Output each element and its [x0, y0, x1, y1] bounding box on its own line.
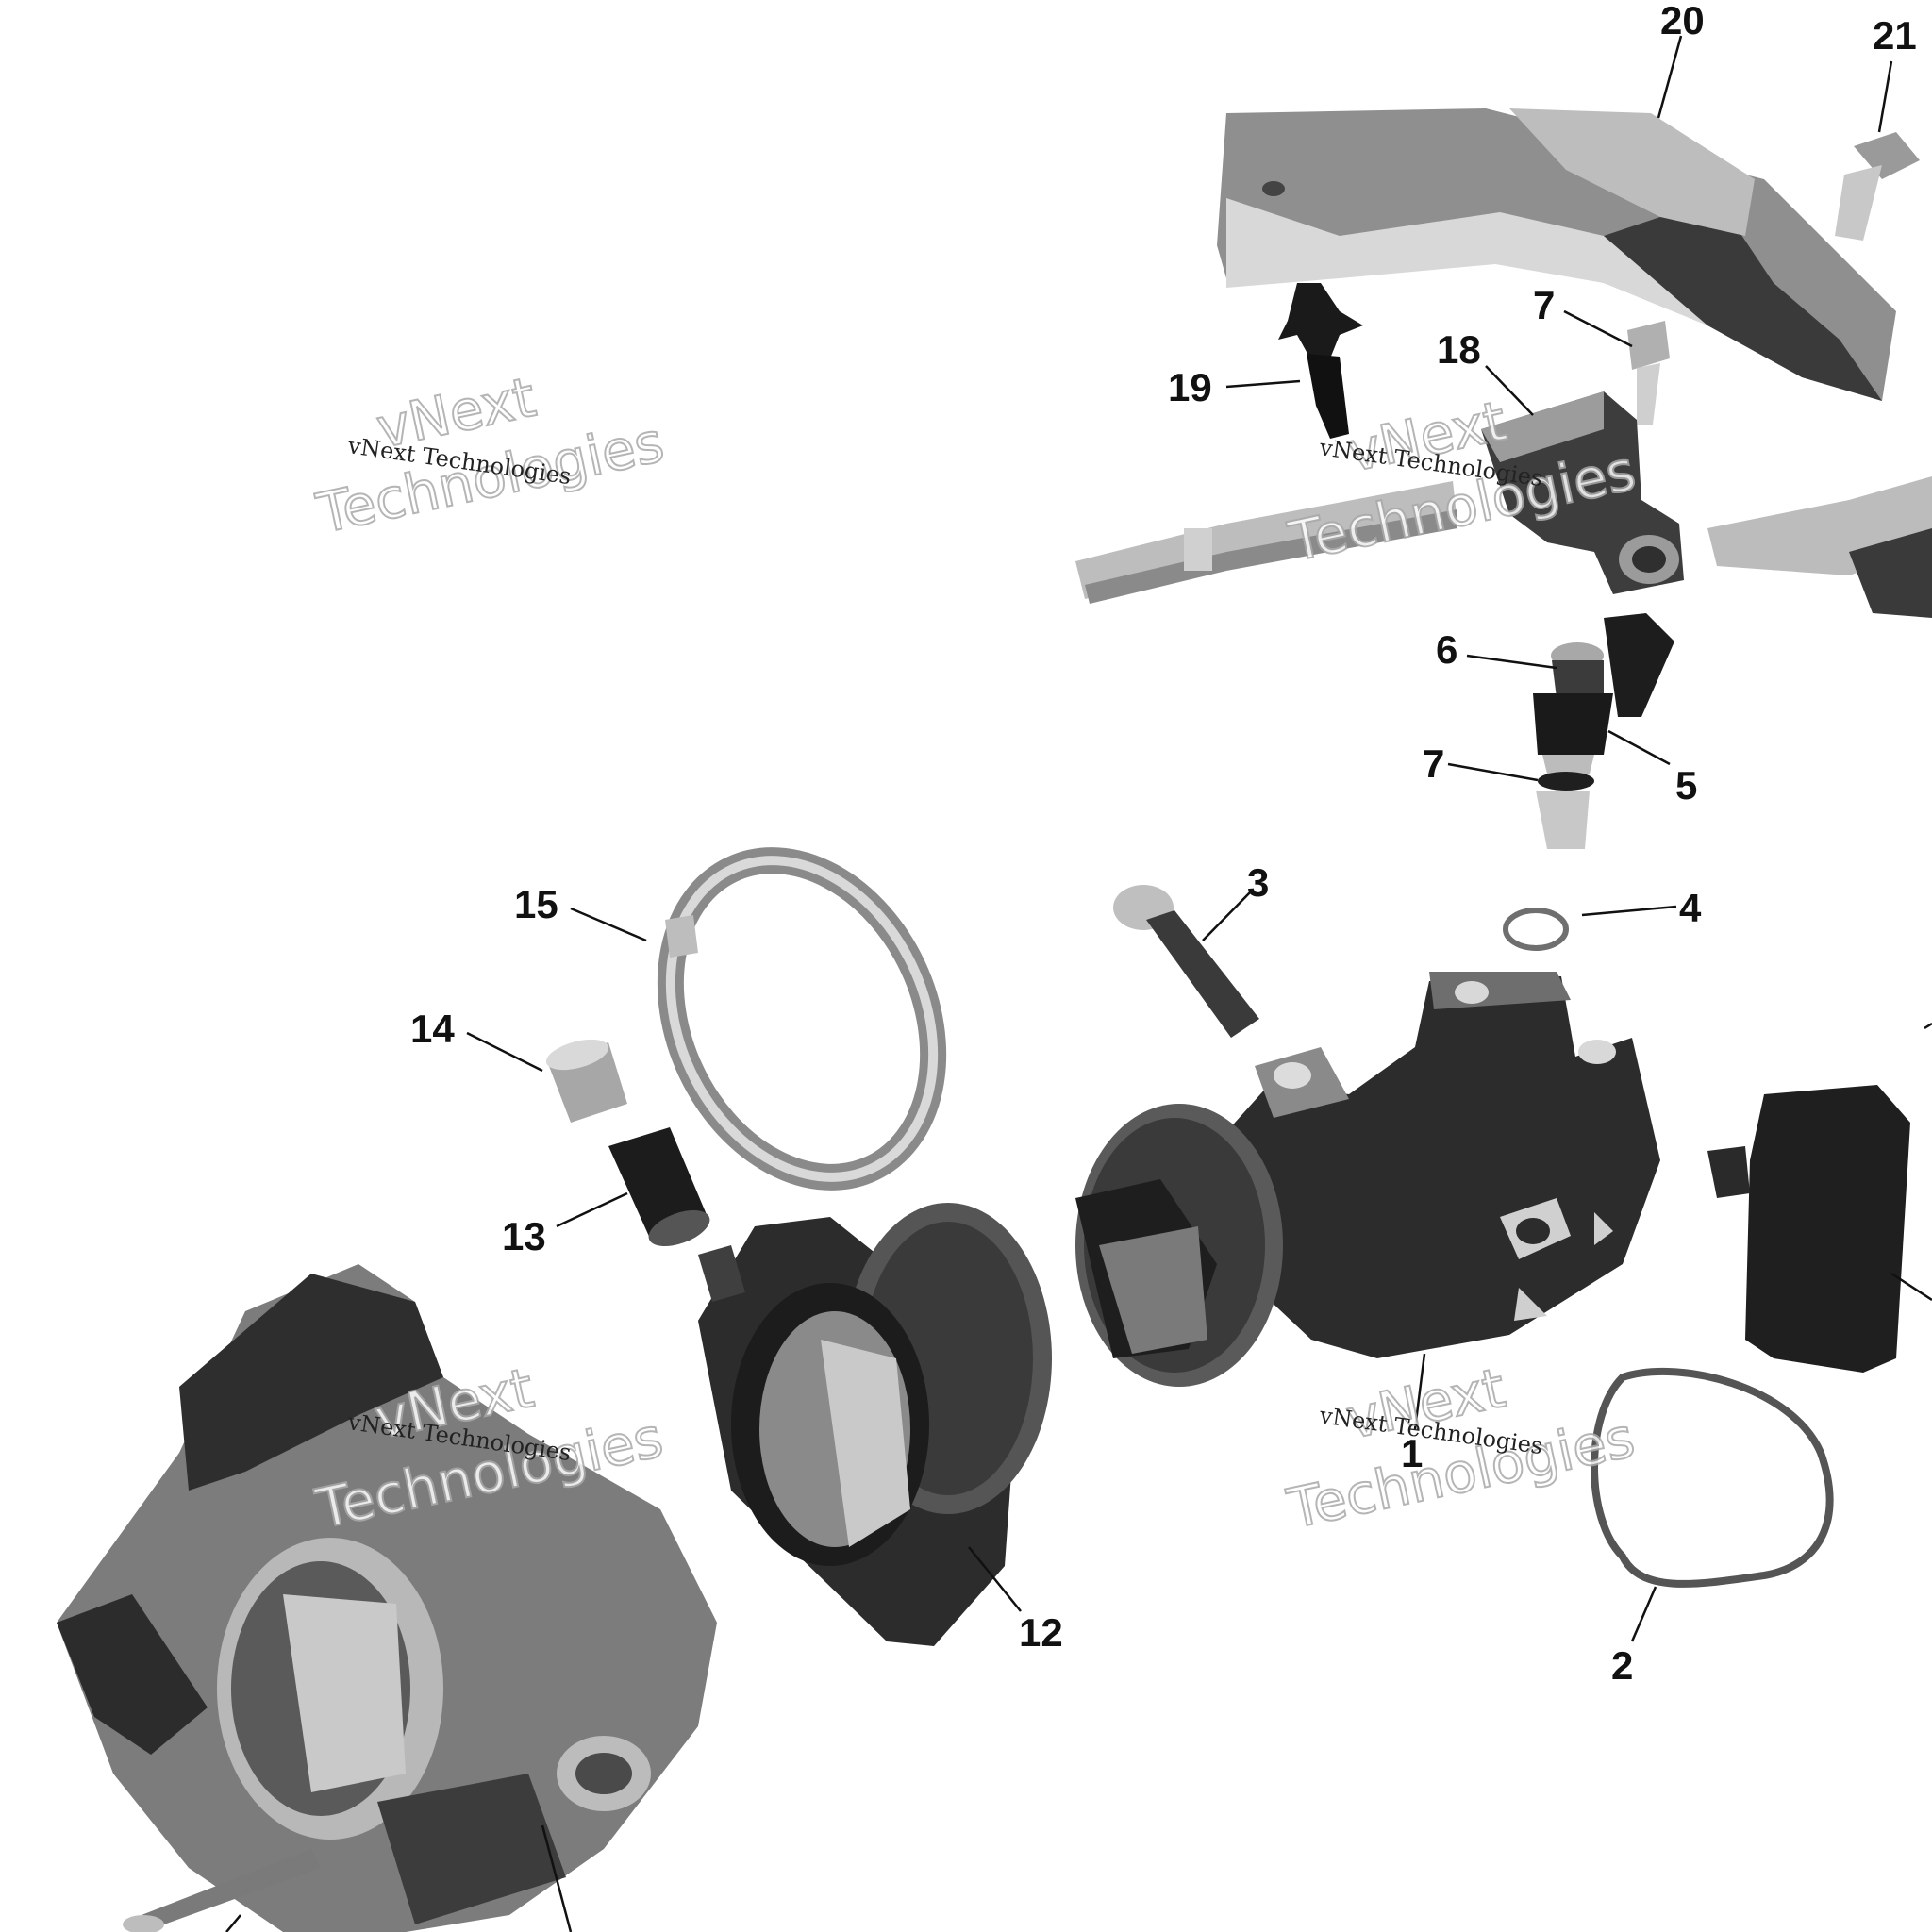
part-2-gasket	[1591, 1368, 1834, 1588]
callout-3: 3	[1247, 860, 1269, 905]
callout-13: 13	[502, 1214, 546, 1258]
callouts: 20 21 7 18 19 6 5 7 3 4 15 14 13 12 1 2	[410, 0, 1917, 1688]
callout-21: 21	[1873, 13, 1917, 58]
callout-19: 19	[1168, 365, 1212, 409]
callout-9: 7	[1533, 283, 1555, 327]
part-21-bolt	[1835, 132, 1920, 241]
leader-lines	[225, 35, 1932, 1932]
part-4-o-ring	[1503, 908, 1569, 951]
part-12-adapter	[698, 1203, 1052, 1646]
part-9-bolt	[1627, 321, 1670, 425]
callout-14: 14	[410, 1007, 455, 1051]
part-3-bolt	[1113, 885, 1259, 1038]
right-edge-sensor	[1707, 1085, 1910, 1373]
part-15-clamp	[657, 847, 947, 1191]
part-18-fuel-rail	[1075, 391, 1932, 618]
callout-6: 6	[1436, 627, 1457, 672]
callout-18: 18	[1437, 327, 1481, 372]
part-5-injector	[1533, 613, 1674, 849]
callout-5: 5	[1675, 763, 1697, 808]
part-7-o-ring	[1538, 772, 1594, 791]
bottom-left-screw	[123, 1849, 321, 1932]
part-14-sleeve	[545, 1039, 627, 1123]
callout-2: 2	[1611, 1643, 1633, 1688]
callout-15: 15	[514, 882, 558, 926]
part-19-clip	[1278, 283, 1363, 439]
callout-12: 12	[1019, 1610, 1063, 1655]
part-1-intake-manifold	[1075, 972, 1660, 1387]
part-13-sleeve	[608, 1127, 710, 1247]
callout-4: 4	[1679, 886, 1702, 930]
callout-1: 1	[1401, 1431, 1423, 1475]
throttle-body	[57, 1264, 717, 1932]
part-20-bracket	[1217, 108, 1896, 401]
callout-7: 7	[1423, 741, 1444, 786]
callout-20: 20	[1660, 0, 1705, 42]
